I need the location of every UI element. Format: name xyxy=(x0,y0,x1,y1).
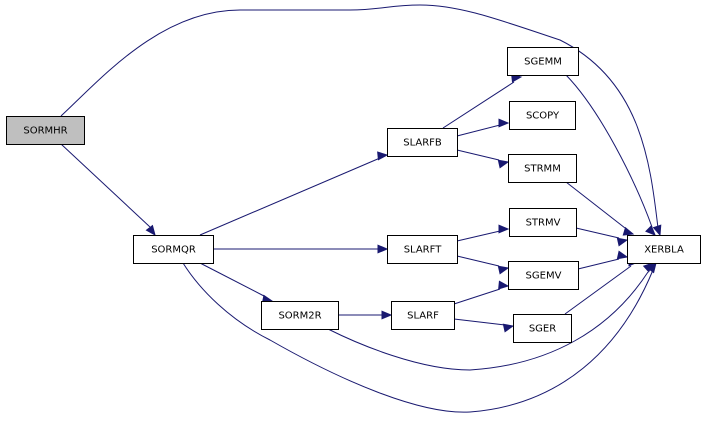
edge-slarf-to-sgemv xyxy=(453,280,510,305)
edge-line xyxy=(565,181,626,229)
arrowhead-icon xyxy=(642,262,654,273)
node-slarft[interactable]: SLARFT xyxy=(387,235,458,264)
arrowhead-icon xyxy=(622,226,635,236)
node-label: STRMM xyxy=(524,164,561,175)
arrowhead-icon xyxy=(498,118,510,128)
edge-line xyxy=(575,227,620,239)
node-label: STRMV xyxy=(526,218,561,229)
node-strmm[interactable]: STRMM xyxy=(508,154,577,183)
edge-line xyxy=(442,81,515,129)
edge-sormqr-to-slarfb xyxy=(199,151,389,236)
edge-line xyxy=(60,4,659,229)
node-label: SGER xyxy=(529,324,556,335)
edge-line xyxy=(199,157,381,236)
node-label: XERBLA xyxy=(644,245,684,256)
node-label: SLARFT xyxy=(404,245,443,256)
node-box[interactable] xyxy=(508,154,577,183)
node-box[interactable] xyxy=(387,235,458,264)
node-box[interactable] xyxy=(513,314,572,343)
node-xerbla[interactable]: XERBLA xyxy=(627,235,701,264)
arrowhead-icon xyxy=(645,225,656,236)
edge-line xyxy=(456,149,500,161)
edge-sormqr-to-xerbla xyxy=(182,261,657,413)
arrowhead-icon xyxy=(497,159,510,169)
edge-line xyxy=(456,230,501,242)
node-box[interactable] xyxy=(261,301,339,330)
node-box[interactable] xyxy=(508,261,579,290)
edge-line xyxy=(199,262,265,297)
edge-line xyxy=(453,318,506,326)
node-box[interactable] xyxy=(387,128,458,157)
node-box[interactable] xyxy=(509,101,576,130)
edge-slarft-to-sgemv xyxy=(456,255,510,275)
edge-line xyxy=(456,124,501,137)
edge-sormhr-to-xerbla xyxy=(60,4,662,237)
edge-line xyxy=(564,265,632,315)
edge-sgemv-to-xerbla xyxy=(577,250,629,270)
edge-sormhr-to-sormqr xyxy=(60,143,156,237)
edge-line xyxy=(456,255,500,267)
edge-strmv-to-xerbla xyxy=(575,227,629,247)
node-box[interactable] xyxy=(507,47,579,76)
arrowhead-icon xyxy=(145,224,156,237)
arrowhead-icon xyxy=(498,224,510,234)
node-box[interactable] xyxy=(391,301,455,330)
edge-slarfb-to-strmm xyxy=(456,149,510,169)
arrowhead-icon xyxy=(381,310,393,320)
edge-sorm2r-to-slarf xyxy=(338,310,393,320)
edge-line xyxy=(182,262,654,413)
node-sormqr[interactable]: SORMQR xyxy=(133,235,214,264)
node-sorm2r[interactable]: SORM2R xyxy=(261,301,339,330)
node-box[interactable] xyxy=(133,235,214,264)
node-sgemv[interactable]: SGEMV xyxy=(508,261,579,290)
arrowhead-icon xyxy=(502,323,515,333)
node-slarf[interactable]: SLARF xyxy=(391,301,455,330)
node-label: SORMQR xyxy=(151,245,196,256)
edge-strmm-to-xerbla xyxy=(565,181,635,236)
node-label: SLARFB xyxy=(403,138,442,149)
arrowhead-icon xyxy=(497,265,510,275)
arrowhead-icon xyxy=(498,280,510,290)
node-label: SORM2R xyxy=(278,311,321,322)
node-sormhr[interactable]: SORMHR xyxy=(6,116,85,145)
arrowhead-icon xyxy=(377,244,389,254)
edge-line xyxy=(577,258,620,270)
node-strmv[interactable]: STRMV xyxy=(509,208,577,237)
node-label: SGEMM xyxy=(524,57,562,68)
node-label: SLARF xyxy=(407,311,439,322)
arrowhead-icon xyxy=(377,151,389,161)
edge-line xyxy=(453,288,501,305)
edge-line xyxy=(60,143,151,228)
node-box[interactable] xyxy=(509,208,577,237)
edge-line xyxy=(327,271,649,371)
node-box[interactable] xyxy=(627,235,701,264)
node-slarfb[interactable]: SLARFB xyxy=(387,128,458,157)
node-scopy[interactable]: SCOPY xyxy=(509,101,576,130)
edge-line xyxy=(565,74,653,228)
edge-slarft-to-strmv xyxy=(456,224,510,242)
node-sger[interactable]: SGER xyxy=(513,314,572,343)
edge-sgemm-to-xerbla xyxy=(565,74,656,236)
arrowhead-icon xyxy=(616,237,629,247)
node-sgemm[interactable]: SGEMM xyxy=(507,47,579,76)
node-label: SGEMV xyxy=(526,271,562,282)
edge-slarfb-to-scopy xyxy=(456,118,510,137)
edge-sormqr-to-slarft xyxy=(213,244,389,254)
arrowhead-icon xyxy=(652,224,662,237)
node-label: SCOPY xyxy=(526,111,560,122)
arrowhead-icon xyxy=(616,250,629,260)
edge-slarf-to-sger xyxy=(453,318,515,333)
node-box[interactable] xyxy=(6,116,85,145)
edge-sorm2r-to-xerbla xyxy=(327,262,654,371)
node-label: SORMHR xyxy=(23,126,67,137)
